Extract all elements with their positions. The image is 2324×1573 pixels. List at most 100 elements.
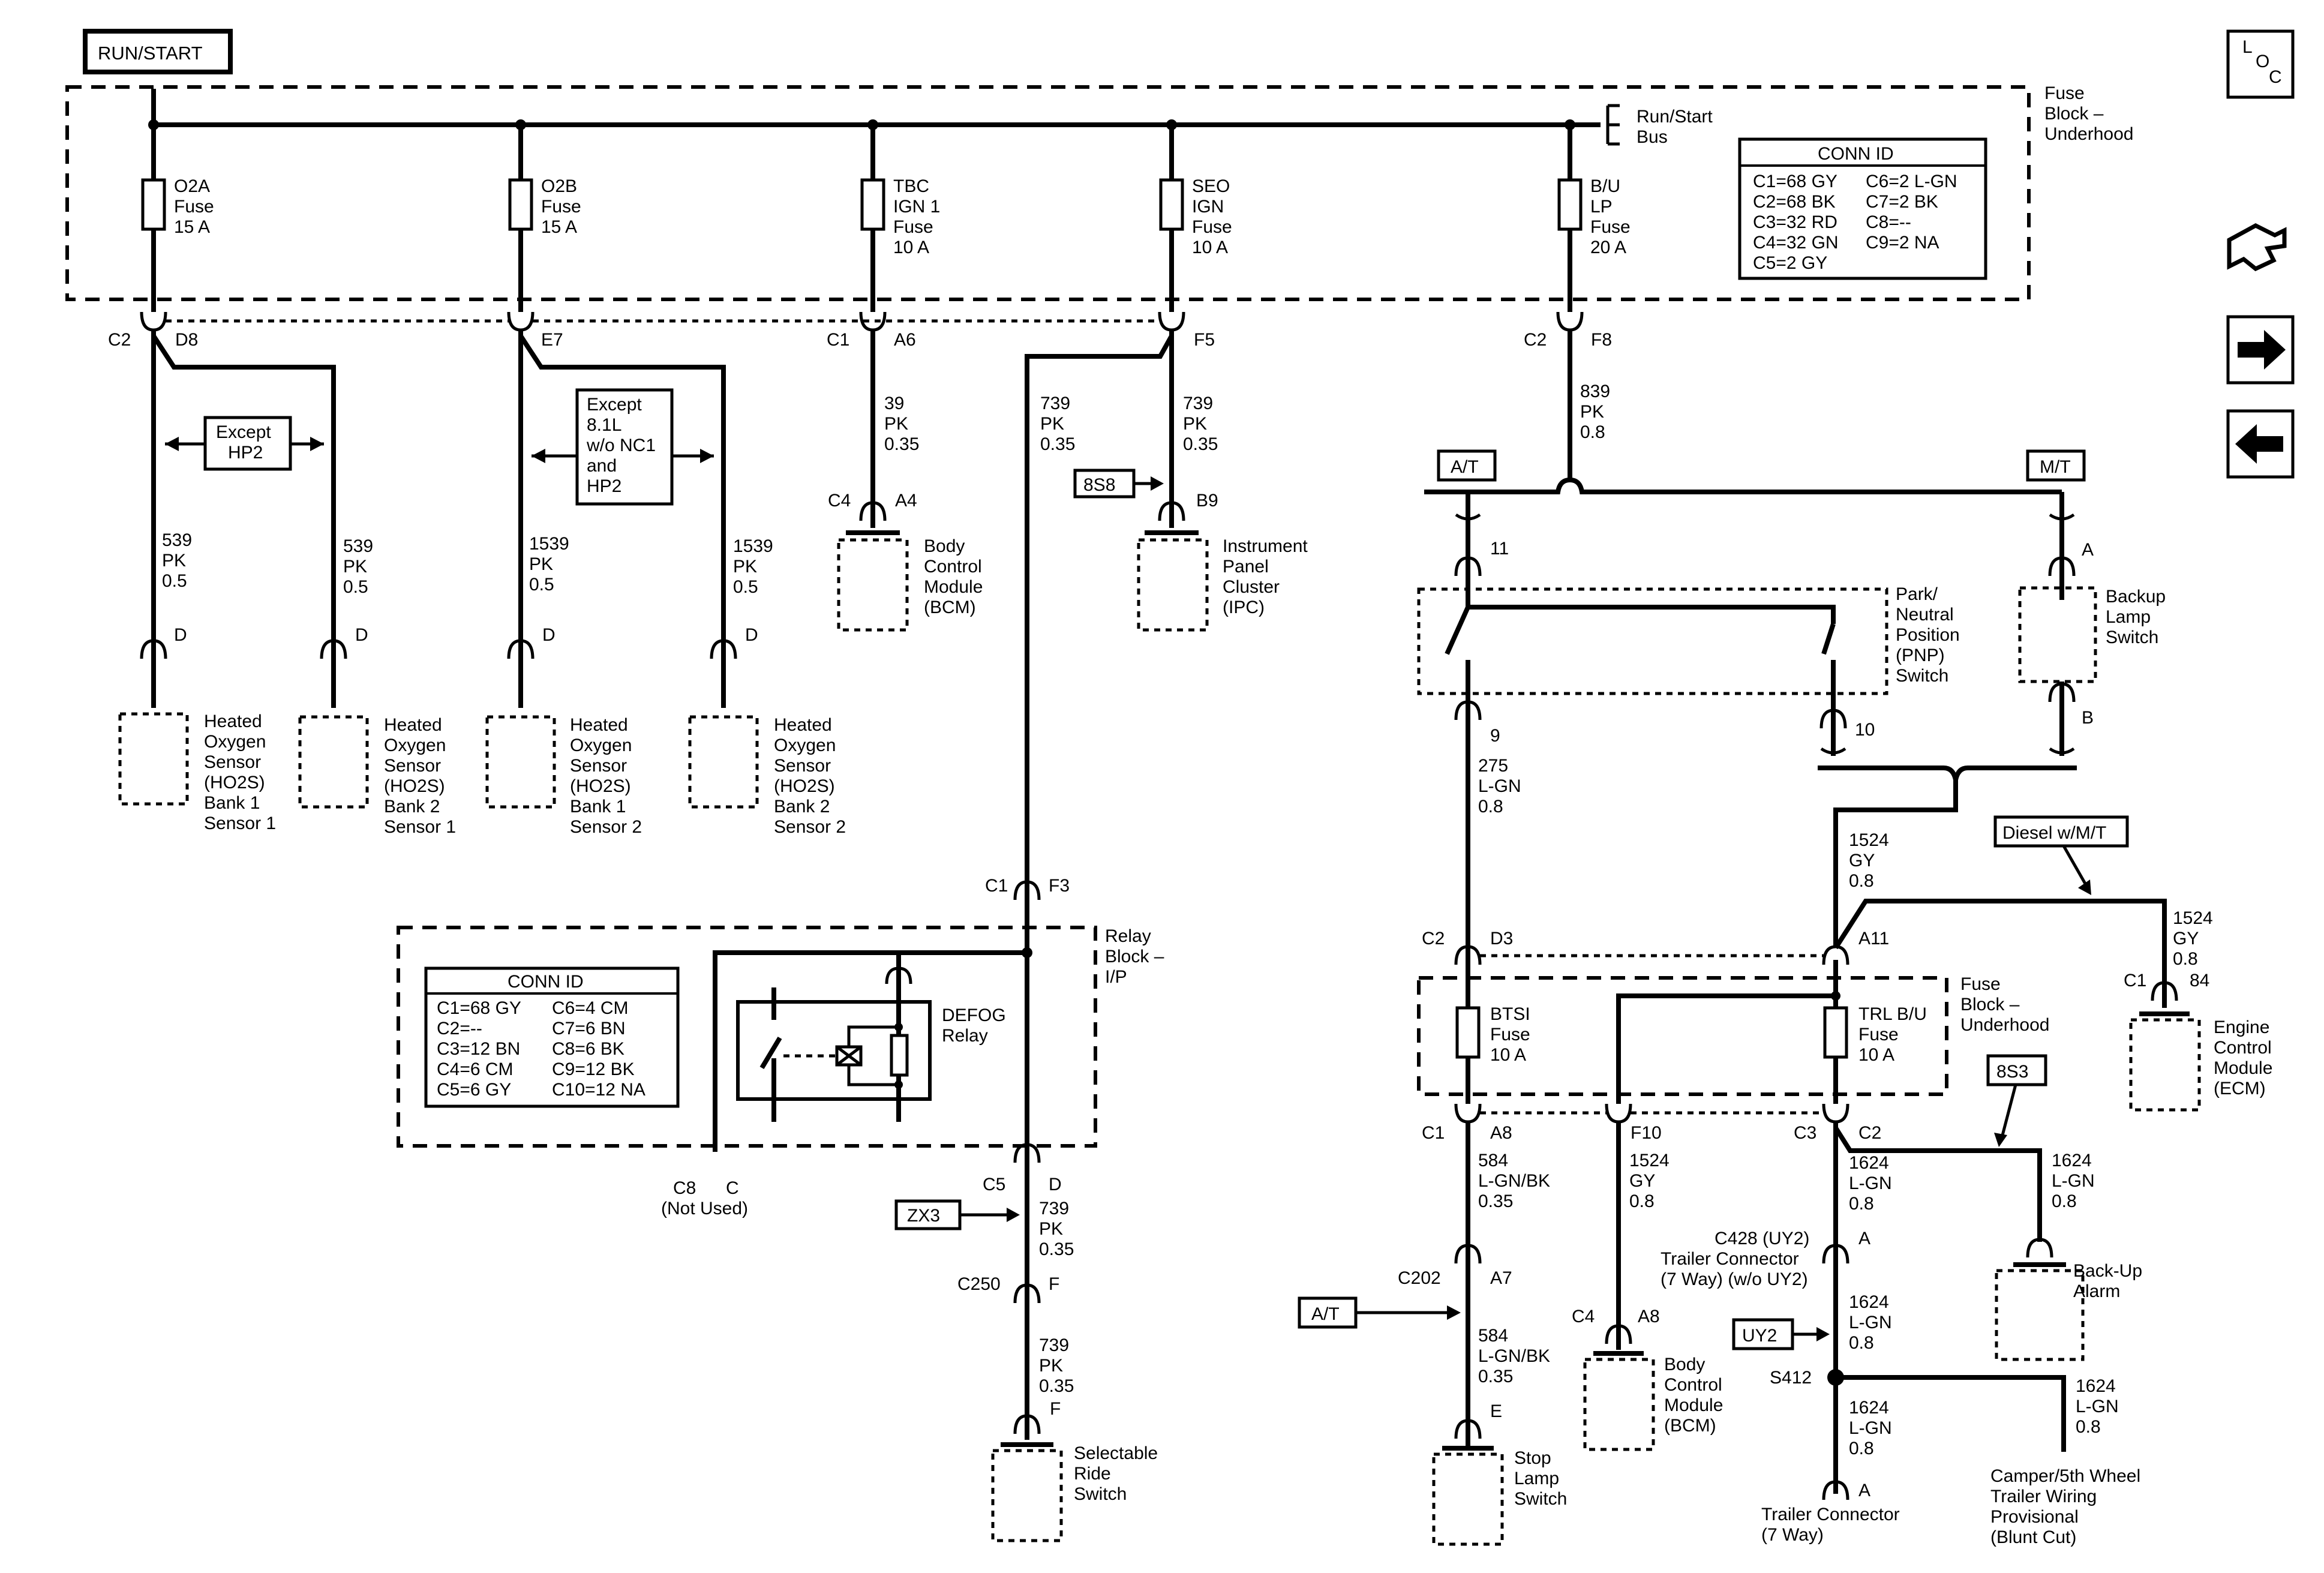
c4-connector <box>859 501 887 521</box>
pin-a8-bcm: A8 <box>1638 1307 1660 1326</box>
pin-c1-f: C1 <box>985 876 1008 896</box>
pin-11: 11 <box>1490 539 1509 559</box>
svg-text:Cluster: Cluster <box>1223 577 1280 597</box>
svg-text:Fuse: Fuse <box>1858 1025 1899 1044</box>
svg-text:O2B: O2B <box>541 176 577 196</box>
loc-button[interactable]: L O C <box>2226 29 2295 99</box>
svg-text:0.35: 0.35 <box>884 434 919 454</box>
svg-text:39: 39 <box>884 394 904 413</box>
svg-text:w/o NC1: w/o NC1 <box>586 436 656 455</box>
svg-text:O2A: O2A <box>174 176 210 196</box>
svg-text:UY2: UY2 <box>1742 1326 1777 1346</box>
svg-text:ZX3: ZX3 <box>907 1206 940 1226</box>
top-connectors <box>140 311 1584 332</box>
svg-text:PK: PK <box>162 551 186 571</box>
svg-text:Fuse: Fuse <box>1490 1025 1530 1044</box>
svg-text:Neutral: Neutral <box>1896 605 1954 625</box>
svg-text:GY: GY <box>1849 851 1875 870</box>
pin-f3: F3 <box>1049 876 1070 896</box>
fuse-o2b: O2B Fuse 15 A <box>508 125 581 312</box>
svg-text:C3=12 BN: C3=12 BN <box>437 1039 520 1059</box>
option-8s3: 8S3 <box>1986 1054 2047 1147</box>
svg-text:Alarm: Alarm <box>2073 1281 2120 1301</box>
svg-text:A/T: A/T <box>1311 1304 1340 1324</box>
connector-icon[interactable] <box>2227 223 2287 272</box>
pin-c8: C8 <box>673 1178 696 1198</box>
svg-text:1624: 1624 <box>1849 1292 1889 1312</box>
pin-a-backup: A <box>2082 540 2094 560</box>
stop-connector <box>1454 1419 1482 1439</box>
svg-text:Bank 1: Bank 1 <box>570 797 626 816</box>
svg-text:1624: 1624 <box>1849 1398 1889 1418</box>
svg-text:Control: Control <box>924 557 982 577</box>
svg-text:Sensor 2: Sensor 2 <box>774 817 846 837</box>
svg-text:1539: 1539 <box>529 534 569 554</box>
pin-c1-ecm: C1 <box>2124 971 2146 990</box>
svg-text:584: 584 <box>1478 1151 1508 1170</box>
svg-text:Diesel w/M/T: Diesel w/M/T <box>2002 823 2106 843</box>
pin-f5: F5 <box>1194 330 1215 350</box>
svg-text:Fuse: Fuse <box>2044 83 2085 103</box>
svg-text:(ECM): (ECM) <box>2214 1079 2266 1098</box>
ride-connector <box>1013 1414 1041 1434</box>
pin-d-2: D <box>355 625 368 645</box>
next-arrow-button[interactable] <box>2226 315 2295 385</box>
svg-text:Module: Module <box>2214 1058 2272 1078</box>
pin-c2-lower: C2 <box>1422 929 1445 948</box>
svg-text:TRL B/U: TRL B/U <box>1858 1004 1927 1024</box>
at-bracket <box>1455 513 1481 521</box>
pin-c2-bu: C2 <box>1524 330 1547 350</box>
svg-text:CONN ID: CONN ID <box>508 972 584 992</box>
svg-text:0.8: 0.8 <box>1849 871 1874 891</box>
fuse-block-underhood-top <box>65 85 2031 301</box>
svg-text:Body: Body <box>1664 1355 1705 1374</box>
sensor-pins <box>151 648 726 708</box>
svg-text:15 A: 15 A <box>174 217 210 237</box>
pin-c4-bcm: C4 <box>1572 1307 1595 1326</box>
svg-text:L-GN: L-GN <box>1849 1418 1892 1438</box>
svg-text:739: 739 <box>1039 1199 1069 1218</box>
pin-d3: D3 <box>1490 929 1513 948</box>
svg-text:Fuse: Fuse <box>541 197 581 217</box>
pin-a8: A8 <box>1490 1123 1512 1143</box>
prev-arrow-button[interactable] <box>2226 409 2295 479</box>
pin-c1-lower: C1 <box>1422 1123 1445 1143</box>
svg-text:DEFOG: DEFOG <box>942 1005 1006 1025</box>
pnp-switch-box <box>1417 587 1888 695</box>
pin-b-backup: B <box>2082 708 2094 728</box>
svg-text:L-GN/BK: L-GN/BK <box>1478 1346 1550 1366</box>
option-diesel: Diesel w/M/T <box>1993 815 2129 895</box>
svg-text:Block –: Block – <box>1960 995 2020 1014</box>
svg-text:Trailer Connector: Trailer Connector <box>1761 1505 1900 1524</box>
svg-text:(HO2S): (HO2S) <box>384 776 445 796</box>
pin-f8: F8 <box>1591 330 1612 350</box>
svg-text:10 A: 10 A <box>1490 1045 1526 1065</box>
svg-text:Bus: Bus <box>1637 127 1668 147</box>
svg-text:1524: 1524 <box>1629 1151 1670 1170</box>
svg-text:Fuse: Fuse <box>1192 217 1232 237</box>
pin-c1: C1 <box>827 330 849 350</box>
trailer-connector-label: Trailer Connector(7 Way) <box>1761 1505 1900 1545</box>
svg-text:HP2: HP2 <box>587 476 621 496</box>
svg-text:Block –: Block – <box>2044 104 2104 124</box>
pin-a4: A4 <box>895 491 917 511</box>
svg-text:Fuse: Fuse <box>893 217 933 237</box>
svg-text:Selectable: Selectable <box>1074 1443 1158 1463</box>
svg-text:C4=32 GN: C4=32 GN <box>1753 233 1839 253</box>
svg-text:Switch: Switch <box>1074 1484 1127 1504</box>
svg-text:L-GN/BK: L-GN/BK <box>1478 1171 1550 1191</box>
svg-text:C1=68 GY: C1=68 GY <box>437 998 521 1018</box>
svg-text:0.35: 0.35 <box>1040 434 1075 454</box>
ho2s-b2s2-box <box>688 715 759 809</box>
svg-text:Heated: Heated <box>774 715 832 735</box>
